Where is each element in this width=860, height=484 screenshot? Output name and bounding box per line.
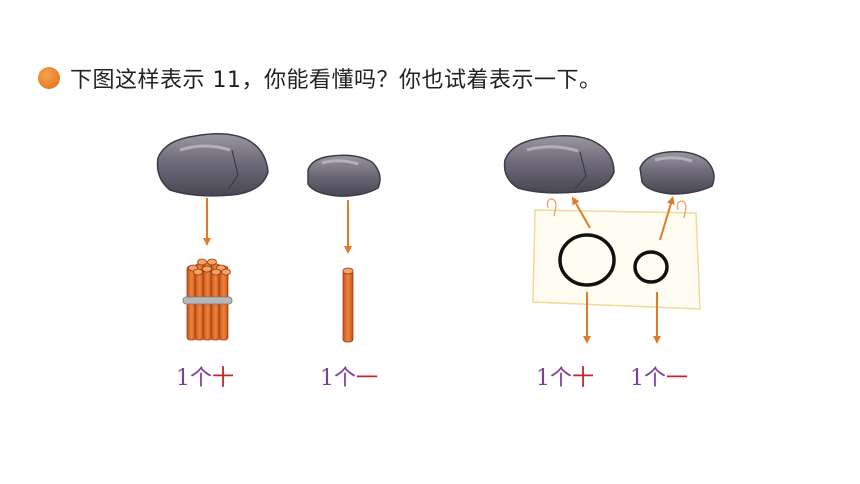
bundle-of-ten-sticks-icon bbox=[182, 258, 233, 341]
small-rock-icon bbox=[307, 154, 381, 197]
tens-label: 1个十 bbox=[176, 366, 235, 391]
instruction-row: 下图这样表示 11，你能看懂吗？你也试着表示一下。 bbox=[38, 62, 602, 94]
orange-bullet-icon bbox=[38, 67, 60, 89]
ones-label: 1个一 bbox=[630, 366, 689, 391]
large-rock-icon bbox=[156, 133, 269, 197]
instruction-text: 下图这样表示 11，你能看懂吗？你也试着表示一下。 bbox=[70, 68, 602, 93]
up-arrow-icon bbox=[572, 196, 591, 229]
ones-label: 1个一 bbox=[320, 366, 379, 391]
tens-label: 1个十 bbox=[536, 366, 595, 391]
large-rock-icon bbox=[503, 135, 615, 194]
small-circle-icon bbox=[633, 250, 669, 284]
paper-clip-icon bbox=[546, 198, 557, 217]
small-rock-icon bbox=[639, 150, 715, 195]
paper-note bbox=[532, 198, 701, 310]
large-circle-icon bbox=[558, 233, 616, 287]
up-arrow-icon bbox=[659, 196, 675, 241]
paper-clip-icon bbox=[676, 200, 687, 219]
single-stick-icon bbox=[342, 267, 354, 343]
